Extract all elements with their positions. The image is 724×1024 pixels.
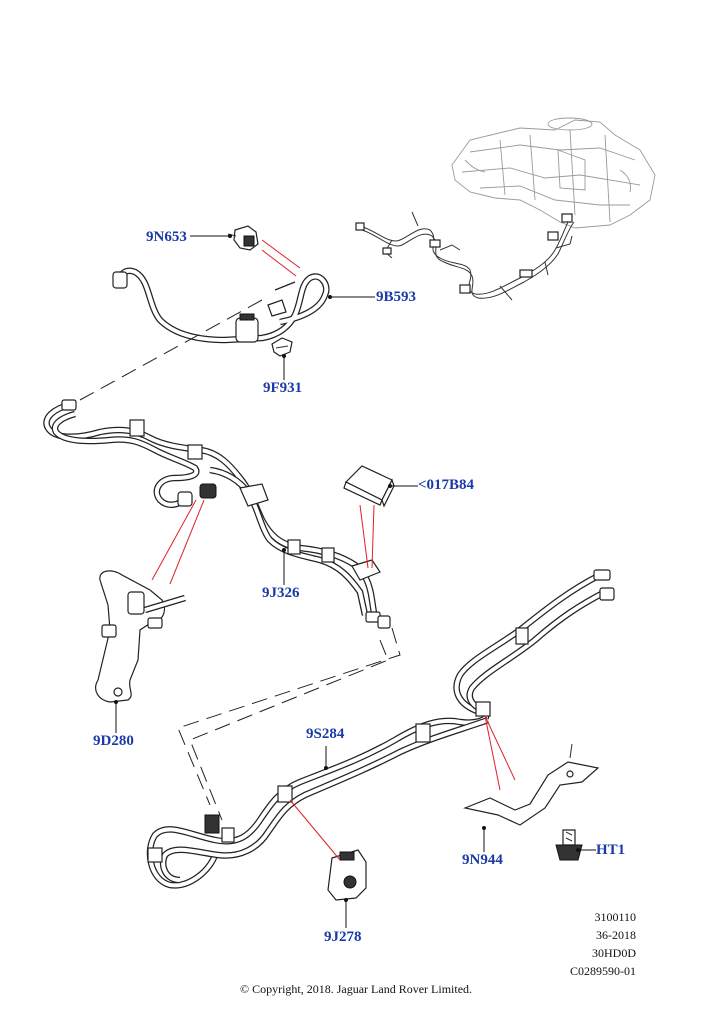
callout-9j278[interactable]: 9J278 — [324, 929, 362, 945]
callout-9f931[interactable]: 9F931 — [263, 380, 303, 396]
sensor-9j278 — [327, 849, 367, 901]
reference-line-1: 3100110 — [594, 910, 636, 924]
routing-dashes — [79, 299, 401, 821]
fuel-tank-ghost — [451, 117, 656, 229]
bracket-9n944 — [462, 743, 600, 826]
callout-9d280[interactable]: 9D280 — [93, 733, 134, 749]
bolt-ht1 — [555, 829, 583, 861]
wiring-harness — [355, 211, 575, 301]
bracket-9d280 — [95, 570, 186, 703]
clip-9n653 — [227, 225, 259, 251]
callout-ht1[interactable]: HT1 — [596, 842, 626, 858]
callout-017b84[interactable]: <017B84 — [418, 477, 475, 493]
copyright-notice: © Copyright, 2018. Jaguar Land Rover Lim… — [239, 982, 473, 996]
vapour-hose-9b593 — [112, 267, 330, 344]
red-indicators — [151, 239, 516, 861]
callout-9n653[interactable]: 9N653 — [146, 229, 187, 245]
reference-line-3: 30HD0D — [592, 946, 636, 960]
callout-9s284[interactable]: 9S284 — [306, 726, 345, 742]
leader-lines — [114, 234, 596, 928]
reference-line-2: 36-2018 — [596, 928, 636, 942]
hose-assembly-9j326 — [43, 399, 391, 629]
clip-9f931 — [271, 337, 293, 357]
hose-assembly-9s284 — [146, 569, 615, 889]
callout-9b593[interactable]: 9B593 — [376, 289, 417, 305]
foam-pad-017b84 — [343, 465, 395, 508]
reference-line-4: C0289590-01 — [570, 964, 636, 978]
callout-9j326[interactable]: 9J326 — [262, 585, 300, 601]
callout-9n944[interactable]: 9N944 — [462, 852, 503, 868]
